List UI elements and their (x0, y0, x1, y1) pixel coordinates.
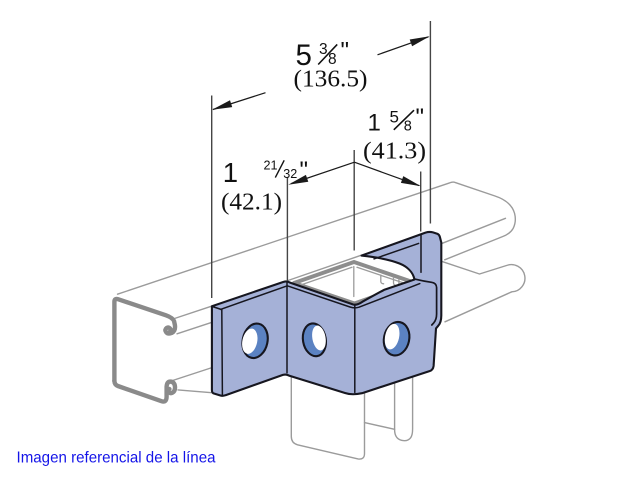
svg-text:1: 1 (368, 110, 381, 137)
svg-text:(42.1): (42.1) (221, 190, 282, 216)
svg-text:5: 5 (296, 39, 312, 72)
svg-text:": " (341, 38, 350, 65)
svg-text:21: 21 (264, 158, 278, 172)
svg-text:8: 8 (328, 51, 337, 68)
svg-text:3: 3 (319, 41, 328, 58)
svg-text:Imagen referencial de la línea: Imagen referencial de la línea (17, 450, 216, 467)
svg-text:": " (416, 104, 425, 131)
svg-text:8: 8 (404, 118, 412, 134)
svg-text:5: 5 (390, 107, 399, 126)
svg-text:": " (300, 157, 309, 184)
svg-text:(136.5): (136.5) (294, 67, 368, 93)
svg-text:32: 32 (283, 167, 297, 181)
svg-text:1: 1 (223, 157, 238, 188)
svg-text:(41.3): (41.3) (363, 139, 426, 165)
